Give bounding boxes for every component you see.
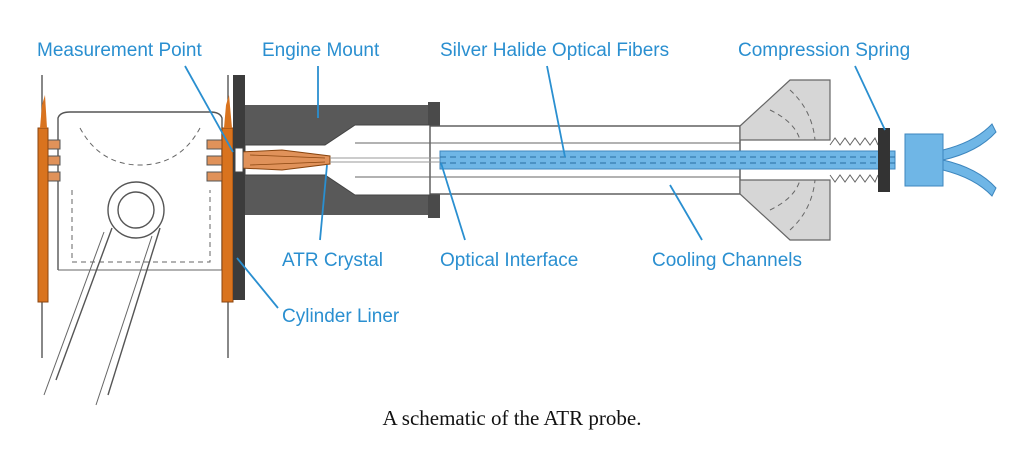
leader-silver-halide-fibers <box>546 65 566 158</box>
piston-ring-right-3 <box>206 171 224 182</box>
cooling-channel-dashed-2 <box>769 109 801 141</box>
cylinder-liner-left-tip <box>40 95 47 128</box>
label-compression-spring: Compression Spring <box>738 40 910 61</box>
cylinder-liner-right-tip <box>224 95 232 128</box>
leader-cooling-channels <box>669 184 703 241</box>
label-measurement-point: Measurement Point <box>37 40 202 61</box>
cylinder-liners <box>37 95 234 303</box>
spring-retainer-plate <box>878 128 890 192</box>
fiber-connector <box>904 133 944 187</box>
piston-bowl-dashed <box>79 127 201 166</box>
cooling-fin-bottom <box>739 179 831 241</box>
wrist-pin-outer <box>107 181 165 239</box>
leader-lines <box>184 65 886 309</box>
engine-head-wall <box>233 75 245 300</box>
con-rod-right-1 <box>107 227 161 396</box>
label-cylinder-liner: Cylinder Liner <box>282 306 400 327</box>
con-rod-left-2 <box>43 231 105 396</box>
cooling-fin-top <box>739 79 831 141</box>
leader-optical-interface <box>440 162 466 241</box>
cooling-channel-dashed-4 <box>769 179 801 211</box>
leader-cylinder-liner <box>236 257 279 309</box>
measurement-window <box>234 147 244 173</box>
wrist-pin-inner <box>117 191 155 229</box>
label-cooling-channels: Cooling Channels <box>652 250 802 271</box>
fiber-exit-top <box>942 123 997 161</box>
piston-ring-right-2 <box>206 155 224 166</box>
piston-assembly <box>41 75 229 406</box>
atr-crystal <box>234 147 331 173</box>
leader-compression-spring <box>854 65 886 131</box>
label-atr-crystal: ATR Crystal <box>282 250 383 271</box>
piston-inner-dashed <box>71 190 211 263</box>
piston-crown <box>57 111 223 128</box>
fiber-bundle-body <box>439 150 896 170</box>
labels: Measurement Point Engine Mount Silver Ha… <box>37 40 910 327</box>
fiber-bundle <box>330 123 997 197</box>
leader-measurement-point <box>184 65 234 153</box>
compression-spring <box>829 128 890 192</box>
label-engine-mount: Engine Mount <box>262 40 380 61</box>
figure-caption: A schematic of the ATR probe. <box>383 406 642 430</box>
atr-crystal-line-2 <box>249 161 326 166</box>
label-silver-halide-fibers: Silver Halide Optical Fibers <box>440 40 669 61</box>
cylinder-liner-left <box>37 127 49 303</box>
spring-bottom-coils <box>829 174 879 184</box>
spring-top-coils <box>829 136 879 146</box>
piston-ring-right-1 <box>206 139 224 150</box>
atr-crystal-line-1 <box>249 154 326 159</box>
con-rod-right-2 <box>95 235 153 406</box>
fiber-exit-bottom <box>942 159 997 197</box>
cooling-channel-dashed-3 <box>789 179 816 231</box>
cooling-channel-dashed-1 <box>789 89 816 141</box>
leader-atr-crystal <box>319 164 328 241</box>
con-rod-left-1 <box>55 227 113 381</box>
label-optical-interface: Optical Interface <box>440 250 578 271</box>
cylinder-liner-right <box>221 127 234 303</box>
